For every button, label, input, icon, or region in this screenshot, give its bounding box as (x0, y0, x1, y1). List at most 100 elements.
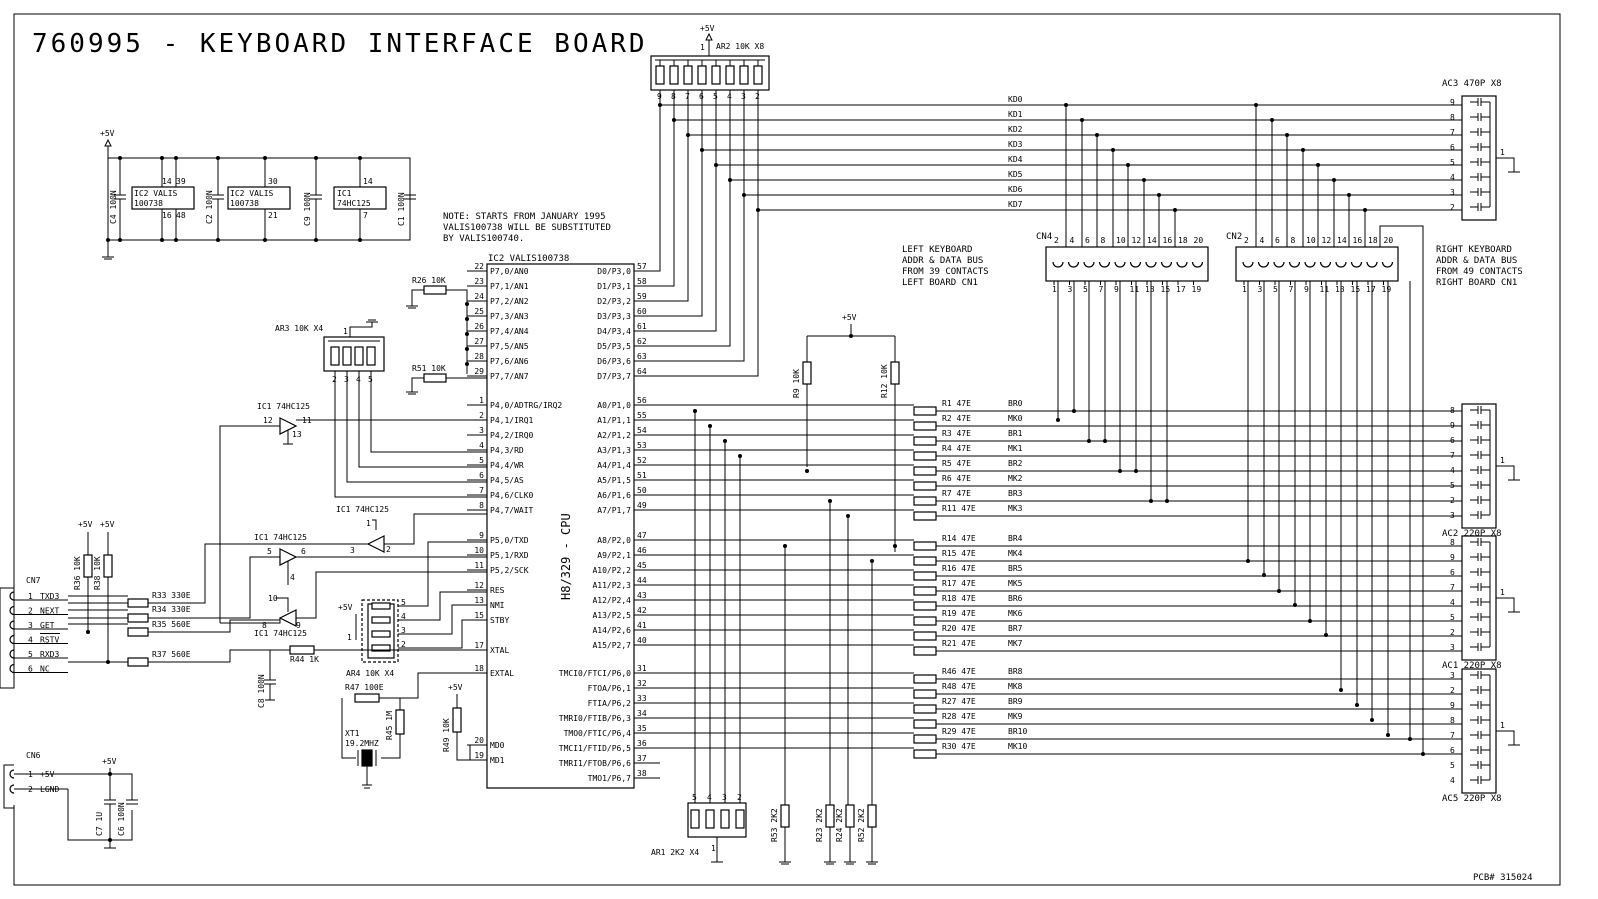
ar2-label: AR2 10K X8 (716, 42, 764, 51)
cpu-right-pin-number: 60 (637, 307, 647, 316)
cpu-left-pin-number: 25 (474, 307, 484, 316)
series-resistor-ref: R48 47E (942, 682, 976, 691)
junction-dot (1072, 409, 1076, 413)
cap-array-pin: 2 (1450, 496, 1455, 505)
cn7-pin-name: GET (40, 621, 55, 630)
cpu-left-pin-name: P4,4/WR (490, 461, 524, 470)
r34-label: R34 330E (152, 605, 191, 614)
cn2-contact (1366, 261, 1378, 268)
cpu-right-pin-name: TMCI1/FTID/P6,5 (559, 744, 631, 753)
series-net-label: MK0 (1008, 414, 1023, 423)
series-resistor-ref: R20 47E (942, 624, 976, 633)
crystal-section: R44 1K C8 100N R47 100E R45 1M XT1 19.2M… (229, 645, 487, 789)
buffer-4: 10 8 9 IC1 74HC125 (220, 571, 487, 638)
buf3-pin: 4 (290, 573, 295, 582)
cn4-contact (1098, 261, 1111, 268)
buf4-symbol (278, 609, 297, 627)
cpu-left-pin-number: 5 (479, 456, 484, 465)
buf2-pin: 2 (386, 545, 391, 554)
cn4-top-pin: 10 (1116, 236, 1126, 245)
cn7-pin-name: NC (40, 665, 50, 674)
buf4-pin: 10 (268, 594, 278, 603)
cpu-left-pin-number: 10 (474, 546, 484, 555)
cn2-contact (1350, 261, 1363, 268)
cpu-right-pin-number: 61 (637, 322, 647, 331)
cn4-contact (1160, 261, 1173, 268)
cap-array-pin: 2 (1450, 686, 1455, 695)
buffer-1: IC1 74HC125 12 11 13 (219, 402, 487, 623)
cpu-right-pin-name: TMRI1/FTOB/P6,6 (559, 759, 631, 768)
decoupling-block: +5V C4 100N IC2 VALIS 100738 14 39 16 48… (100, 129, 416, 260)
cn4-contact (1145, 261, 1157, 268)
kd-net-label: KD7 (1008, 200, 1023, 209)
r37-label: R37 560E (152, 650, 191, 659)
cpu-right-pin-number: 55 (637, 411, 647, 420)
cap-array-pin: 7 (1450, 583, 1455, 592)
note: NOTE: STARTS FROM JANUARY 1995 VALIS1007… (443, 212, 611, 244)
junction-dot (742, 193, 746, 197)
series-resistor (913, 689, 937, 699)
cn7-pin-number: 5 (28, 650, 33, 659)
ar4-vcc: +5V (338, 603, 353, 612)
c2-label: C2 100N (205, 190, 214, 224)
cpu-left-pin-number: 9 (479, 531, 484, 540)
cn2-contact (1381, 261, 1394, 268)
pulldown-resistor (825, 804, 835, 828)
buf2-pin: 3 (350, 546, 355, 555)
series-net-label: BR2 (1008, 459, 1023, 468)
r49-vcc: +5V (448, 683, 463, 692)
cap-array-pin: 7 (1450, 128, 1455, 137)
xt1-ref: XT1 (345, 729, 360, 738)
cn4-bottom-pin: 19 (1192, 285, 1202, 294)
series-resistor-ref: R27 47E (942, 697, 976, 706)
cap-common-out (1496, 730, 1515, 745)
cpu-right-pin-name: A5/P1,5 (597, 476, 631, 485)
cap-array-pin: 2 (1450, 203, 1455, 212)
cpu-right-pin-number: 56 (637, 396, 647, 405)
ic2a-l2: 100738 (134, 199, 163, 208)
cn2-bottom-pin: 15 (1351, 285, 1361, 294)
cpu-left-pin-name: P5,2/SCK (490, 566, 529, 575)
cap-array-pin: 9 (1450, 553, 1455, 562)
cn4-bottom-pin: 15 (1161, 285, 1171, 294)
cn2-bottom-pin: 13 (1335, 285, 1345, 294)
cn7-contact (9, 591, 15, 601)
vcc-arrow (104, 138, 112, 147)
cn7-contact (9, 634, 15, 645)
cpu-right-pin-number: 62 (637, 337, 647, 346)
cn4-ref: CN4 (1036, 232, 1052, 242)
note-line-2: VALIS100738 WILL BE SUBSTITUTED (443, 223, 611, 233)
r12-body (890, 361, 900, 385)
cpu-left-pin-name: MD1 (490, 756, 505, 765)
cpu-left-pin-name: P4,3/RD (490, 446, 524, 455)
cpu-left-pin-name: P4,1/IRQ1 (490, 416, 534, 425)
cap-array-pin: 8 (1450, 538, 1455, 547)
c4-label: C4 100N (109, 190, 118, 224)
cap-array-pin: 8 (1450, 113, 1455, 122)
r49-label: R49 10K (442, 718, 451, 752)
cpu-right-pin-name: D2/P3,2 (597, 297, 631, 306)
cap-array-pin: 4 (1450, 598, 1455, 607)
cpu-right-pin-number: 31 (637, 664, 647, 673)
series-resistor (913, 481, 937, 491)
ic2a-pin: 39 (176, 177, 186, 186)
ar4-pin-number: 4 (401, 612, 406, 621)
cpu-right-pin-number: 58 (637, 277, 647, 286)
cn4-body (1045, 246, 1209, 282)
cap-array-pin: 9 (1450, 421, 1455, 430)
cn2-top-pin: 2 (1244, 236, 1249, 245)
series-resistor-ref: R1 47E (942, 399, 971, 408)
junction-dot (1308, 619, 1312, 623)
cpu-right-pin-name: D0/P3,0 (597, 267, 631, 276)
cpu-right-pin-number: 44 (637, 576, 647, 585)
cpu-right-pin-name: A7/P1,7 (597, 506, 631, 515)
r44-body (289, 645, 315, 655)
series-net-label: MK2 (1008, 474, 1023, 483)
buf1-pin: 13 (292, 430, 302, 439)
cap-array-pin: 6 (1450, 143, 1455, 152)
cn7-pin-number: 3 (28, 621, 33, 630)
cn4-contact (1191, 261, 1204, 268)
